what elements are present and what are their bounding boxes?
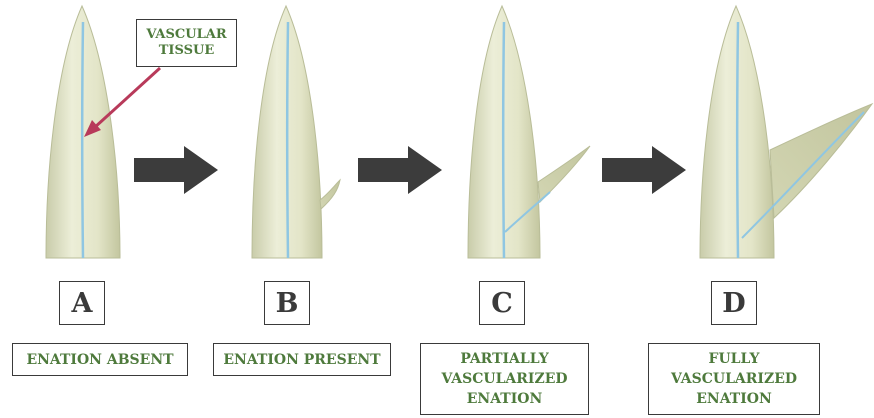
label-d-line-2: VASCULARIZED bbox=[671, 369, 797, 389]
stem-c bbox=[468, 6, 590, 258]
letter-b: B bbox=[276, 288, 299, 319]
callout-line-1: VASCULAR bbox=[146, 27, 226, 43]
label-d-line-3: ENATION bbox=[696, 389, 772, 409]
stage-label-a: ENATION ABSENT bbox=[12, 343, 188, 376]
stem-a bbox=[46, 6, 120, 258]
vascular-tissue-callout: VASCULAR TISSUE bbox=[136, 19, 237, 67]
label-b-line-1: ENATION PRESENT bbox=[223, 350, 380, 370]
callout-line-2: TISSUE bbox=[159, 43, 215, 59]
right-arrow-icon bbox=[358, 146, 442, 194]
stem-d bbox=[700, 6, 872, 258]
label-d-line-1: FULLY bbox=[709, 349, 760, 369]
right-arrow-icon bbox=[134, 146, 218, 194]
right-arrow-icon bbox=[602, 146, 686, 194]
label-a-line-1: ENATION ABSENT bbox=[26, 350, 173, 370]
vascular-strand-c bbox=[503, 22, 504, 258]
stage-letter-a: A bbox=[59, 281, 105, 325]
letter-d: D bbox=[722, 288, 745, 319]
stage-label-b: ENATION PRESENT bbox=[213, 343, 391, 376]
vascular-strand-a bbox=[82, 22, 83, 258]
stage-label-d: FULLY VASCULARIZED ENATION bbox=[648, 343, 820, 415]
label-c-line-1: PARTIALLY bbox=[460, 349, 548, 369]
enation-d bbox=[770, 104, 872, 218]
letter-c: C bbox=[491, 288, 513, 319]
enation-b bbox=[320, 180, 340, 209]
label-c-line-2: VASCULARIZED bbox=[441, 369, 567, 389]
label-c-line-3: ENATION bbox=[467, 389, 543, 409]
enation-c bbox=[538, 146, 590, 202]
stage-label-c: PARTIALLY VASCULARIZED ENATION bbox=[420, 343, 589, 415]
stage-letter-c: C bbox=[479, 281, 525, 325]
stage-letter-b: B bbox=[264, 281, 310, 325]
letter-a: A bbox=[72, 288, 93, 319]
vascular-strand-d bbox=[737, 22, 738, 258]
stem-b bbox=[252, 6, 340, 258]
vascular-strand-b bbox=[287, 22, 288, 258]
stage-letter-d: D bbox=[711, 281, 757, 325]
